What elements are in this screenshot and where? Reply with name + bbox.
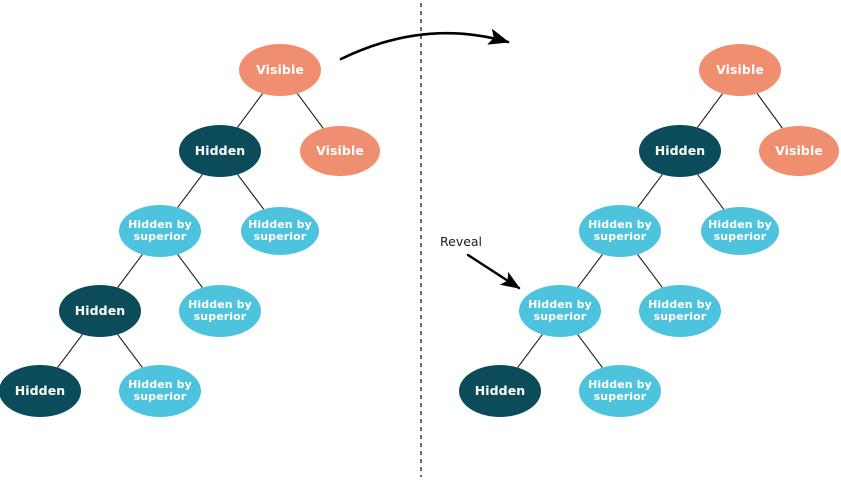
tree-node-hidden[interactable]: Hidden — [179, 125, 261, 177]
tree-node-visible[interactable]: Visible — [239, 44, 321, 96]
tree-node-visible[interactable]: Visible — [300, 126, 380, 176]
tree-node-hidden[interactable]: Hidden — [639, 125, 721, 177]
tree-node-visible[interactable]: Visible — [699, 44, 781, 96]
tree-node-hidden-sup[interactable]: Hidden by superior — [639, 285, 721, 337]
tree-node-hidden-sup[interactable]: Hidden by superior — [119, 365, 201, 417]
tree-node-visible[interactable]: Visible — [759, 126, 839, 176]
tree-node-hidden-sup[interactable]: Hidden by superior — [119, 205, 201, 257]
tree-node-hidden[interactable]: Hidden — [59, 285, 141, 337]
tree-node-hidden[interactable]: Hidden — [459, 365, 541, 417]
tree-node-hidden-sup[interactable]: Hidden by superior — [179, 285, 261, 337]
tree-node-hidden-sup[interactable]: Hidden by superior — [579, 365, 661, 417]
tree-node-hidden-sup[interactable]: Hidden by superior — [701, 207, 779, 255]
tree-node-hidden[interactable]: Hidden — [0, 365, 81, 417]
tree-node-hidden-sup[interactable]: Hidden by superior — [579, 205, 661, 257]
reveal-label: Reveal — [440, 234, 483, 249]
tree-node-hidden-sup[interactable]: Hidden by superior — [241, 207, 319, 255]
tree-node-hidden-sup[interactable]: Hidden by superior — [519, 285, 601, 337]
